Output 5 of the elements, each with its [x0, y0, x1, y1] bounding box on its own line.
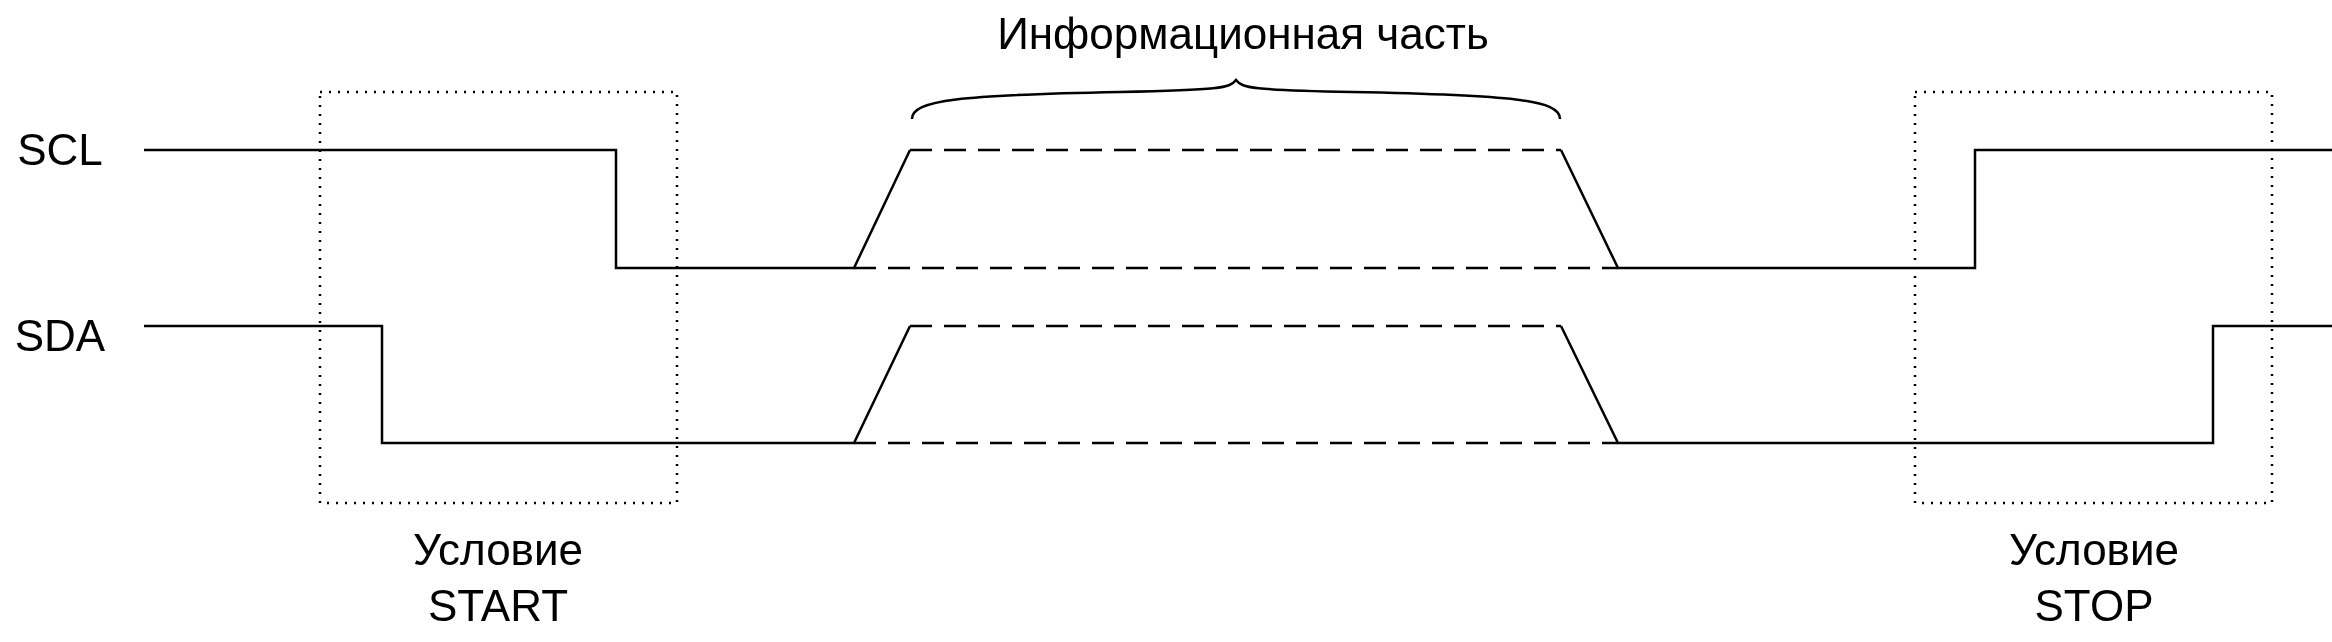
frame-caption: Условие STOP: [2007, 524, 2181, 632]
signal-name: SCL: [16, 124, 104, 176]
brace-label: Информационная часть: [996, 8, 1490, 60]
frame-caption: Условие START: [411, 524, 585, 632]
signal-name: SDA: [13, 310, 107, 362]
